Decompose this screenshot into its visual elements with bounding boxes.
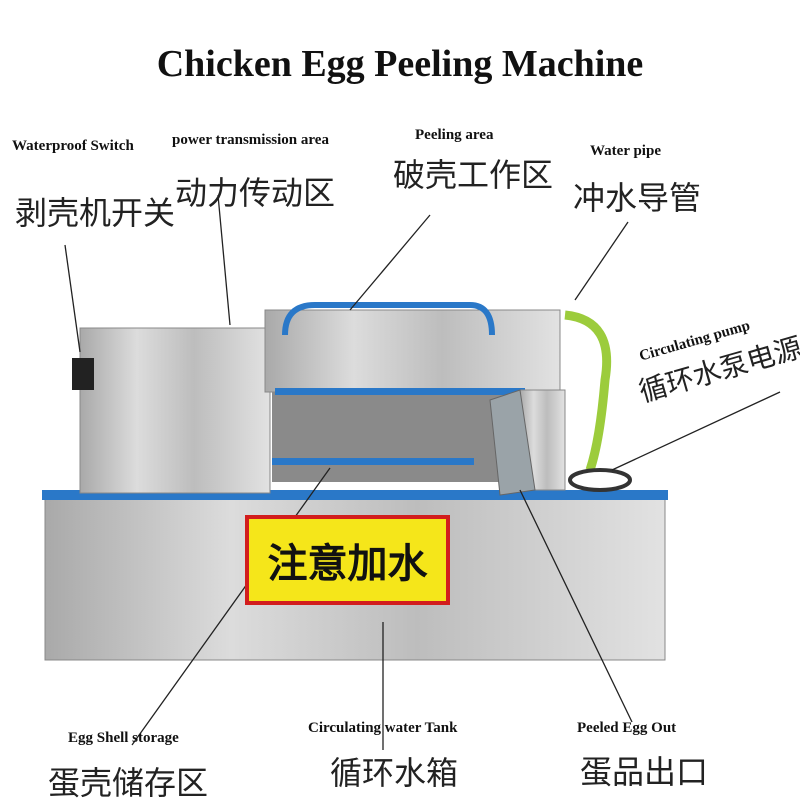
add-water-sign: 注意加水 bbox=[245, 515, 450, 605]
page-title: Chicken Egg Peeling Machine bbox=[156, 43, 644, 85]
egg-shell-storage-label-en: Egg Shell storage bbox=[68, 730, 179, 746]
water-pipe-hose bbox=[564, 310, 612, 472]
peeling-area-label-en: Peeling area bbox=[415, 127, 494, 143]
water-pipe-label-cn: 冲水导管 bbox=[573, 179, 702, 217]
peeled-egg-out-label-en: Peeled Egg Out bbox=[577, 720, 677, 736]
egg-shell-storage-label-cn: 蛋壳储存区 bbox=[48, 764, 209, 802]
egg-outlet-chute bbox=[489, 389, 536, 496]
leader-lines bbox=[64, 194, 781, 750]
upper-blue-trim bbox=[275, 388, 525, 395]
water-pipe-label-en: Water pipe bbox=[590, 143, 661, 159]
peeling-box bbox=[264, 309, 561, 393]
water-tank-label-cn: 循环水箱 bbox=[330, 754, 459, 792]
waterproof-switch-label-cn: 剥壳机开关 bbox=[15, 194, 176, 232]
tank-rim bbox=[42, 490, 668, 500]
waterproof-switch bbox=[72, 358, 94, 390]
peeled-egg-out-label-cn: 蛋品出口 bbox=[580, 753, 709, 791]
power-transmission-label-cn: 动力传动区 bbox=[175, 174, 336, 212]
pump-cable bbox=[568, 468, 632, 492]
waterproof-switch-label-en: Waterproof Switch bbox=[12, 138, 134, 154]
peeling-cover bbox=[282, 302, 495, 336]
peeling-area-label-cn: 破壳工作区 bbox=[393, 156, 554, 194]
lower-blue-trim bbox=[272, 458, 474, 465]
water-tank-label-en: Circulating water Tank bbox=[308, 720, 458, 736]
power-transmission-label-en: power transmission area bbox=[172, 132, 329, 148]
peeling-chamber bbox=[272, 392, 522, 482]
power-housing bbox=[79, 327, 271, 494]
